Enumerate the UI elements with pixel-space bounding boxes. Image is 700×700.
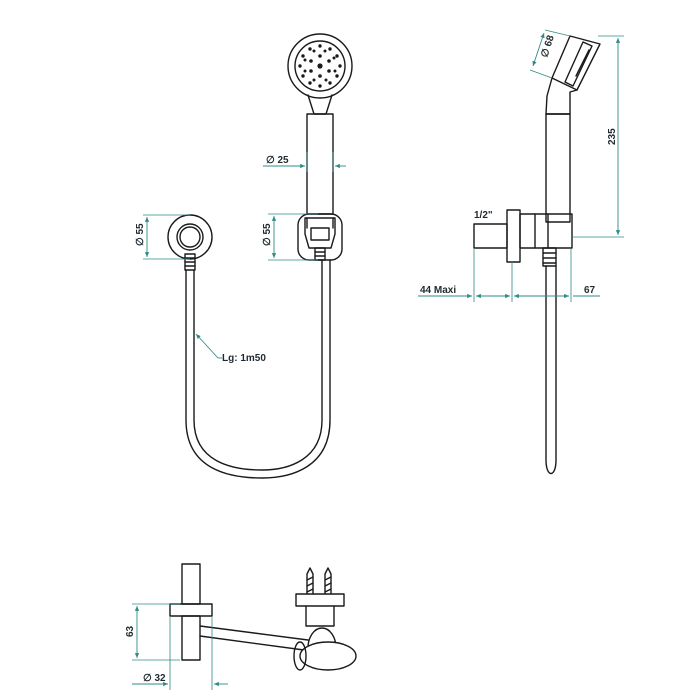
- top-anchors: [306, 567, 332, 595]
- hose-nut-front: [314, 247, 326, 261]
- side-handle: [545, 113, 571, 223]
- top-bracket-arm: [305, 605, 335, 627]
- label-thread: 1/2": [474, 210, 493, 221]
- label-depth-67: 67: [584, 285, 596, 296]
- label-dia-32: ∅ 32: [143, 673, 166, 684]
- side-hose: [545, 265, 557, 475]
- label-depth-max: 44 Maxi: [420, 285, 456, 296]
- label-dia-25: ∅ 25: [266, 155, 289, 166]
- side-bracket: [473, 209, 573, 263]
- wall-outlet: [167, 214, 213, 271]
- top-view: 63 ∅ 32: [125, 563, 357, 690]
- shower-head: [287, 33, 353, 99]
- top-shower-head: [293, 627, 357, 671]
- top-hose: [199, 625, 309, 651]
- label-height-63: 63: [125, 625, 136, 637]
- dim-dia-55-mid: ∅ 55: [262, 213, 318, 261]
- top-outlet-body: [181, 615, 201, 661]
- front-view: ∅ 25 ∅ 55 ∅ 55 Lg: 1m50: [135, 33, 353, 479]
- wall-bracket: [297, 213, 343, 261]
- dim-dia-25: ∅ 25: [263, 152, 346, 172]
- handle: [306, 113, 334, 215]
- side-hose-nut: [542, 247, 557, 267]
- dim-dia-55-left: ∅ 55: [135, 214, 190, 260]
- dim-dia-32: ∅ 32: [132, 616, 228, 690]
- dim-dia-68: ∅ 68: [529, 29, 571, 79]
- dim-height-63: 63: [125, 603, 180, 661]
- top-bracket-plate: [295, 593, 345, 607]
- dim-height-235: 235: [572, 35, 624, 238]
- hose-front-inner: [193, 259, 323, 471]
- label-height-235: 235: [607, 128, 618, 145]
- side-neck: [545, 77, 578, 115]
- nozzle-dots: [298, 44, 342, 88]
- label-dia-68: ∅ 68: [539, 34, 557, 59]
- side-view: ∅ 68 235 1/2" 44 Maxi 67: [418, 29, 624, 475]
- dim-hose-length: Lg: 1m50: [195, 333, 266, 364]
- dim-depth: 44 Maxi 67: [418, 248, 600, 302]
- label-dia-55-left: ∅ 55: [135, 223, 146, 246]
- top-outlet-flange: [169, 603, 213, 617]
- label-hose-length: Lg: 1m50: [222, 353, 266, 364]
- top-outlet-pipe: [181, 563, 201, 605]
- label-dia-55-mid: ∅ 55: [262, 223, 273, 246]
- side-head: [551, 35, 601, 91]
- hose-front: [185, 259, 331, 479]
